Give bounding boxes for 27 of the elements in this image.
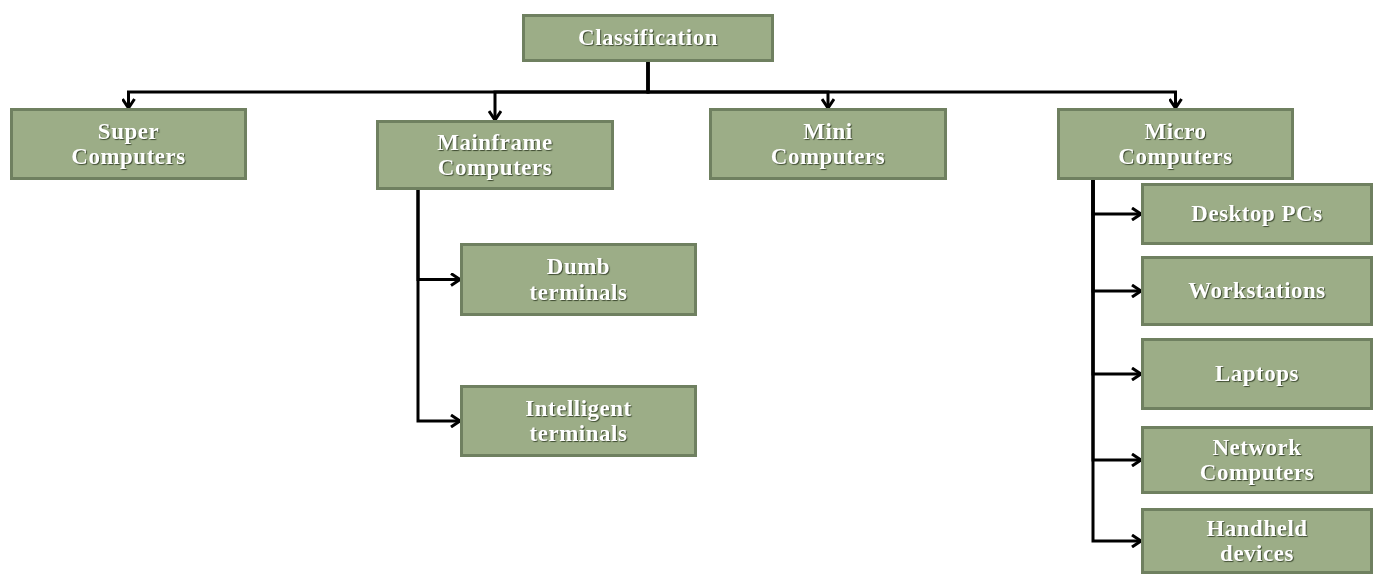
category-box xyxy=(1141,338,1373,410)
category-box xyxy=(1057,108,1294,180)
node-label: Mini Computers xyxy=(769,118,887,170)
category-box xyxy=(460,243,697,316)
arrow xyxy=(646,62,1183,110)
category-box xyxy=(709,108,947,180)
arrow xyxy=(416,190,462,429)
category-box xyxy=(1141,426,1373,494)
node-label: Mainframe Computers xyxy=(436,129,554,181)
category-box xyxy=(10,108,247,180)
arrow xyxy=(1091,180,1143,549)
node-label: Desktop PCs xyxy=(1191,201,1323,227)
node-label: Classification xyxy=(578,25,718,51)
node-label: Laptops xyxy=(1214,361,1299,387)
node-label: Handheld devices xyxy=(1205,515,1309,567)
category-box xyxy=(460,385,697,457)
node-label: Workstations xyxy=(1188,278,1326,304)
node-label: Intelligent terminals xyxy=(524,395,633,447)
node-label: Micro Computers xyxy=(1117,118,1234,170)
category-box xyxy=(1141,183,1373,245)
category-box xyxy=(1141,508,1373,574)
category-box xyxy=(1141,256,1373,326)
node-label: Dumb terminals xyxy=(528,254,629,305)
category-box xyxy=(376,120,614,190)
node-label: Super Computers xyxy=(70,118,187,170)
category-box xyxy=(522,14,774,62)
node-label: Network Computers xyxy=(1198,434,1316,486)
